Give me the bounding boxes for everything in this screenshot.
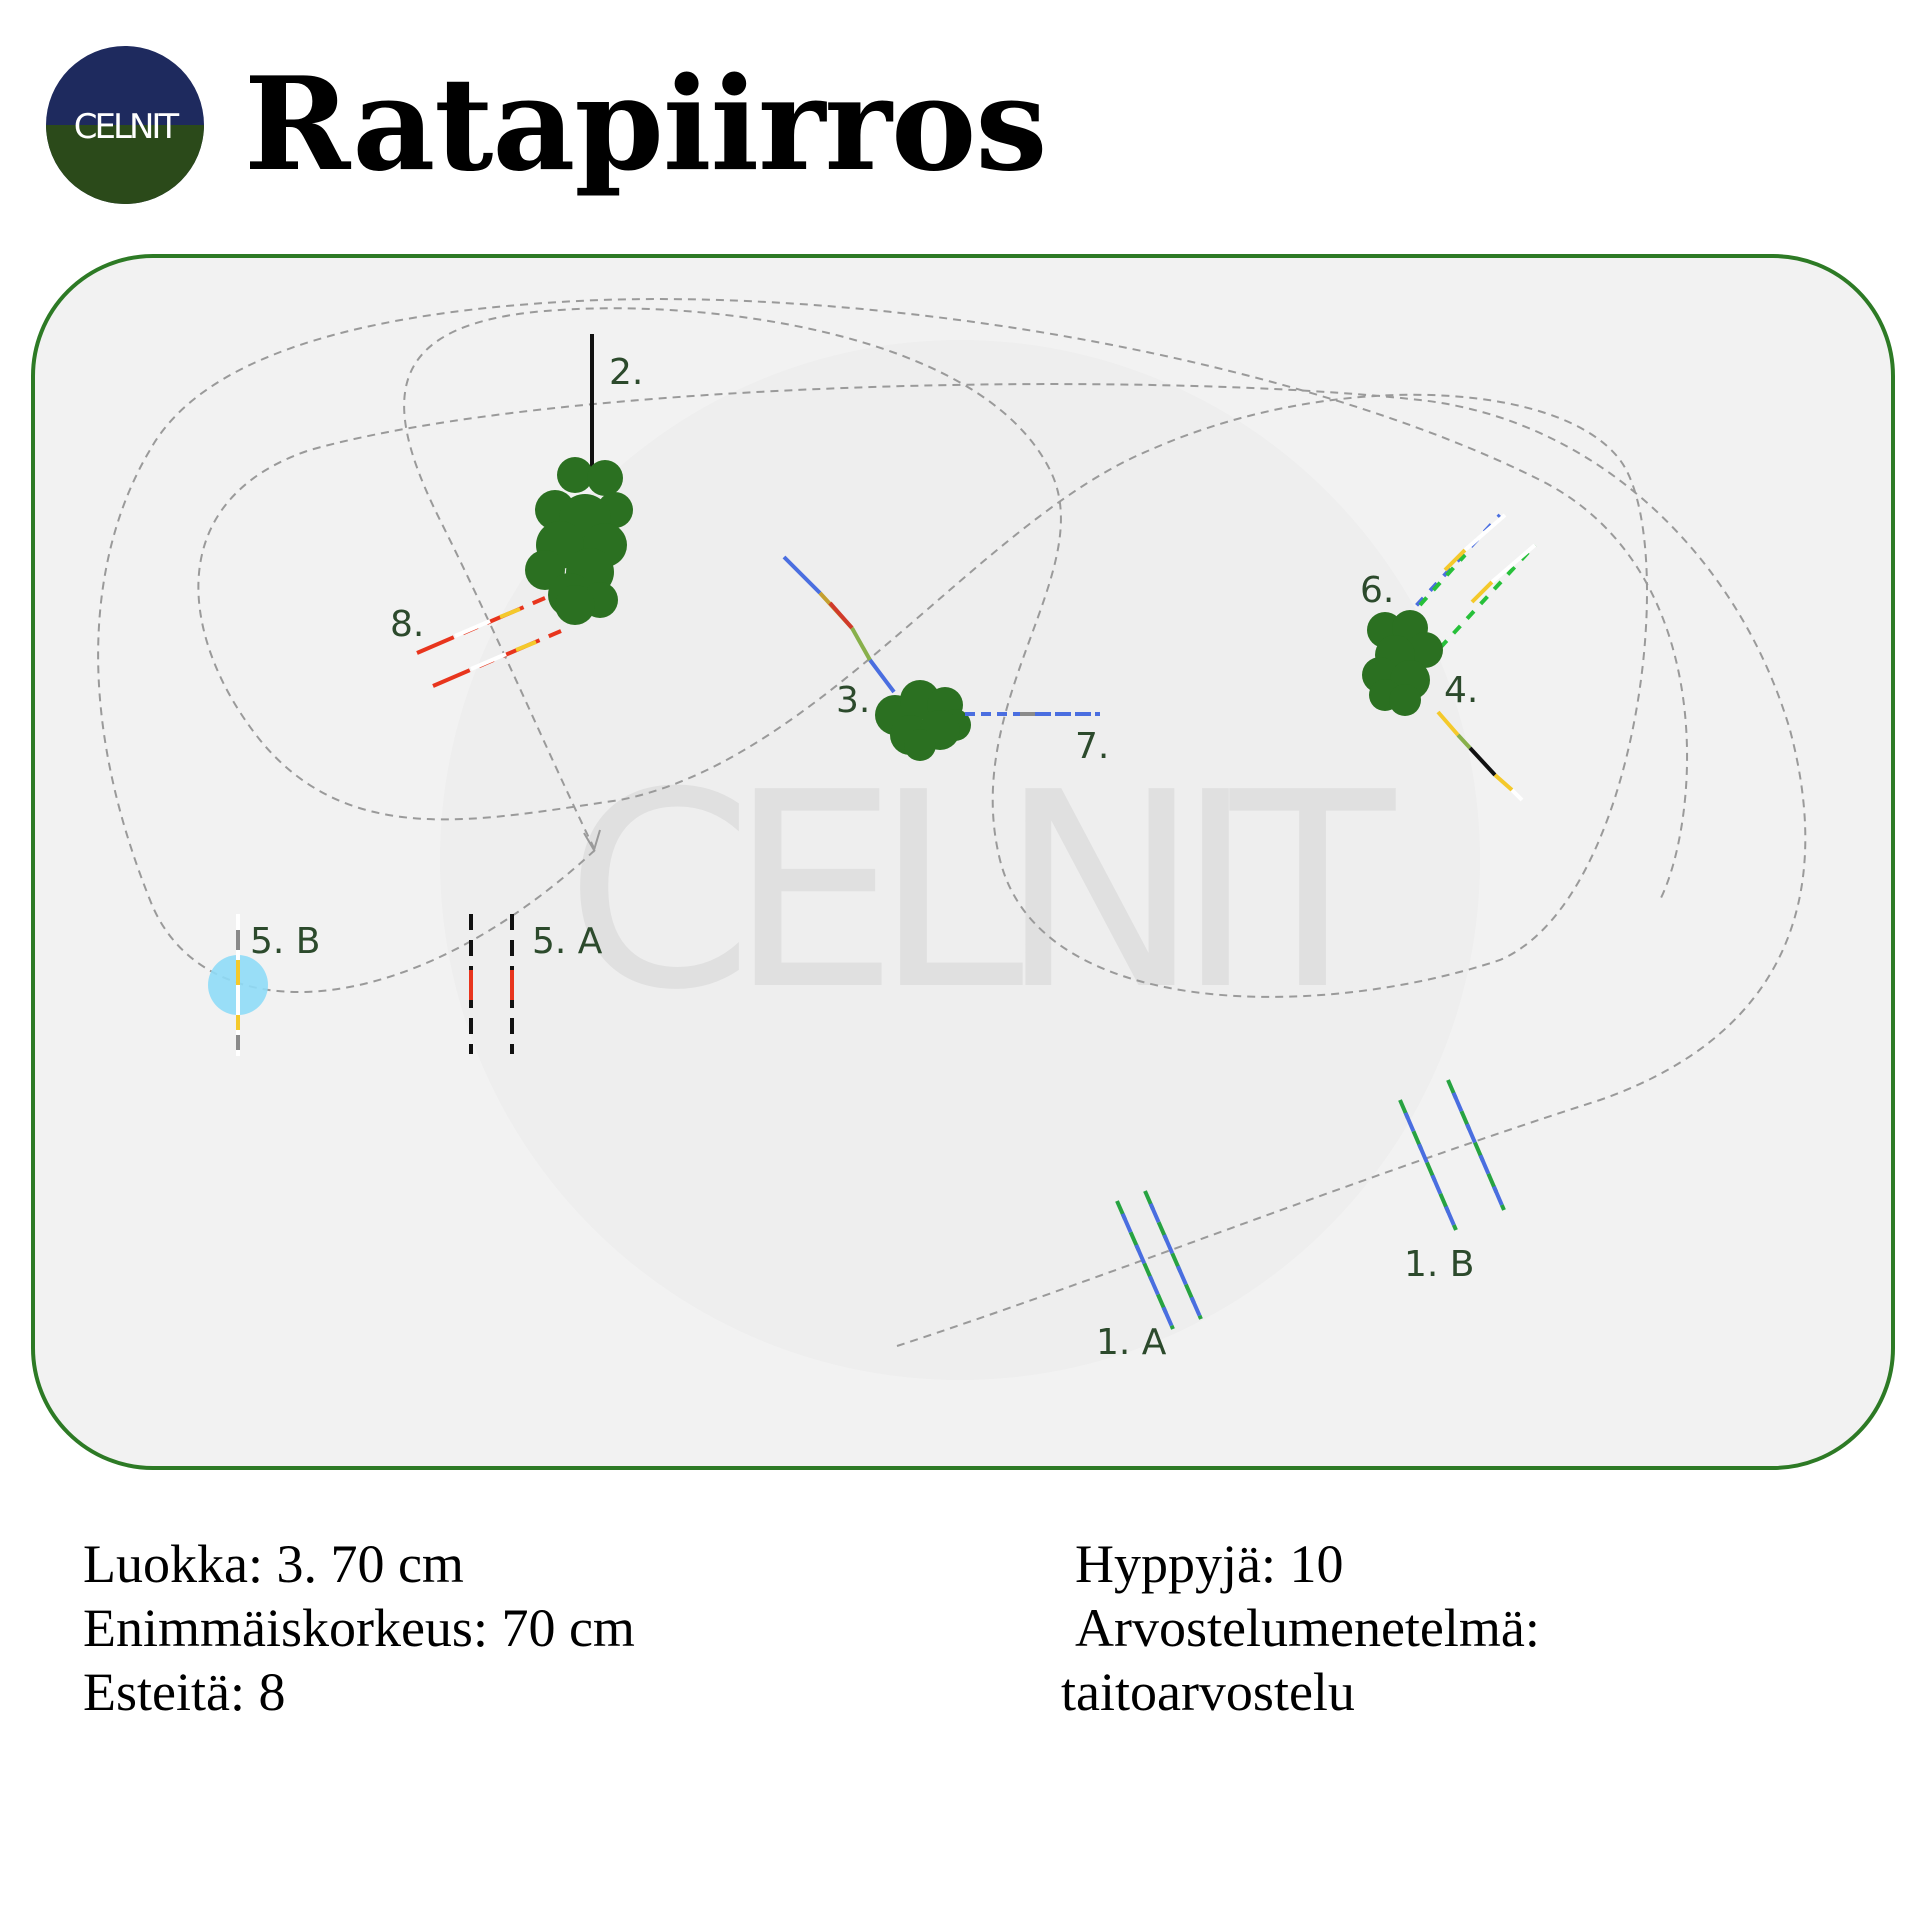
obstacle-8 (416, 596, 562, 688)
obstacle-1b (1398, 1079, 1506, 1231)
obstacle-4 (1436, 710, 1524, 802)
label-1a: 1. A (1096, 1322, 1167, 1363)
bush-4-6 (1362, 610, 1443, 716)
obstacles-count-info: Esteitä: 8 (83, 1662, 286, 1722)
label-8: 8. (390, 604, 424, 645)
logo-text: CELNIT (74, 107, 180, 147)
label-6: 6. (1360, 570, 1394, 611)
page-title: Ratapiirros (244, 50, 1047, 200)
obstacle-5a (469, 914, 514, 1054)
watermark: CELNIT (440, 340, 1480, 1380)
label-1b: 1. B (1404, 1244, 1475, 1285)
label-5b: 5. B (250, 921, 321, 962)
obstacle-6 (1401, 513, 1537, 650)
watermark-text: CELNIT (565, 734, 1399, 1049)
judging-method-label: Arvostelumenetelmä: (1075, 1598, 1540, 1658)
route-arrow (583, 829, 601, 853)
obstacle-1a (1115, 1190, 1203, 1330)
obstacle-3 (782, 555, 896, 694)
label-2: 2. (609, 352, 643, 393)
route-path (97, 298, 1807, 1347)
bush-3 (875, 680, 971, 761)
bush-2 (525, 457, 633, 625)
obstacle-5b (208, 914, 268, 1056)
label-3: 3. (836, 680, 870, 721)
max-height-info: Enimmäiskorkeus: 70 cm (83, 1598, 635, 1658)
celnit-logo: CELNIT (46, 46, 204, 204)
judging-method-value: taitoarvostelu (1061, 1662, 1355, 1722)
obstacle-2 (525, 334, 633, 625)
label-7: 7. (1075, 726, 1109, 767)
label-5a: 5. A (532, 921, 603, 962)
class-info: Luokka: 3. 70 cm (83, 1534, 464, 1594)
jumps-count-info: Hyppyjä: 10 (1075, 1534, 1344, 1594)
label-4: 4. (1444, 670, 1478, 711)
